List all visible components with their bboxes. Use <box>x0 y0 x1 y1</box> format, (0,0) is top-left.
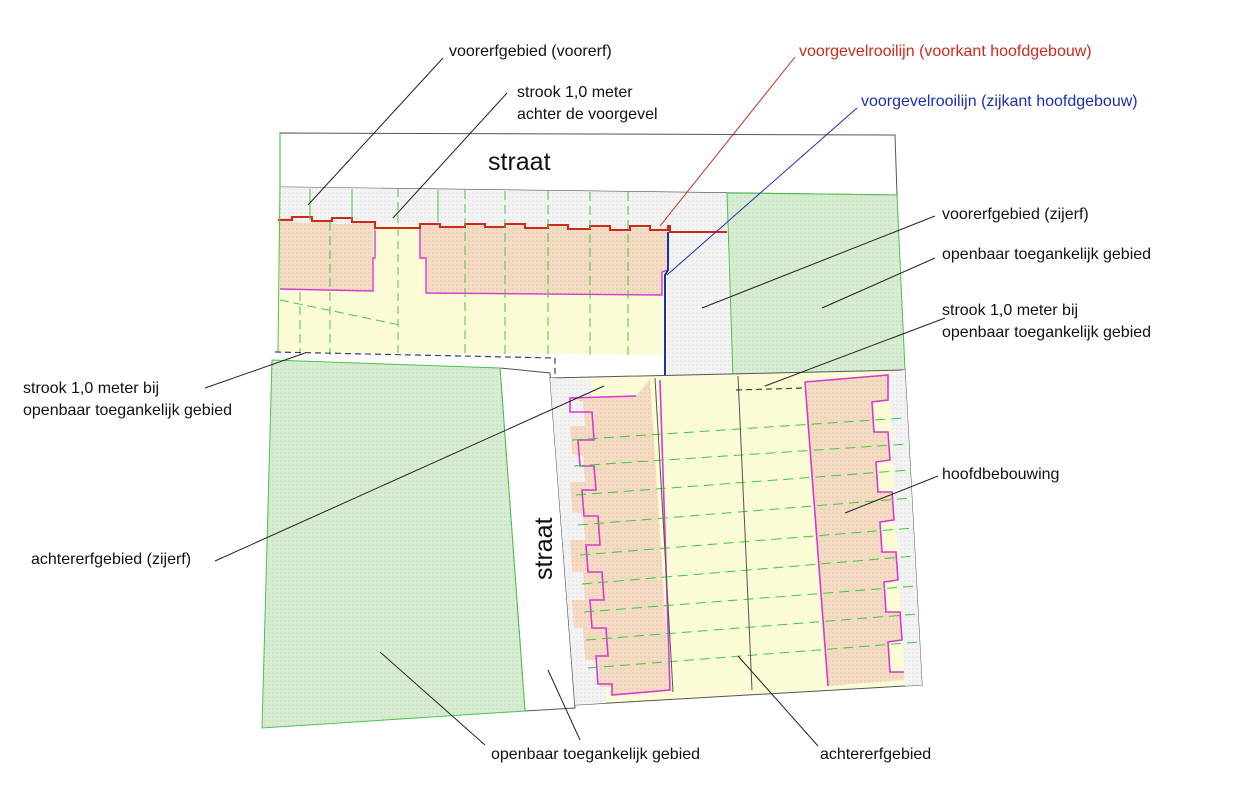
bottom-block-center-lines <box>654 375 753 693</box>
label-achtererfgebied: achtererfgebied <box>820 746 931 763</box>
bottom-right-front-grey <box>888 370 922 686</box>
label-strook-openbaar-rechts-line1: strook 1,0 meter bij <box>942 302 1078 319</box>
public-green-left <box>261 359 526 729</box>
front-yard-strip <box>278 187 727 232</box>
top-buildings-left-back-outline <box>279 230 376 292</box>
top-street-area <box>279 132 898 196</box>
label-strook-openbaar-rechts-line2: openbaar toegankelijk gebied <box>942 324 1151 341</box>
label-voorerfgebied: voorerfgebied (voorerf) <box>449 43 612 60</box>
bottom-right-buildings-back-outline <box>804 381 829 687</box>
public-green-top-right <box>726 192 906 379</box>
label-strook-openbaar-links-line1: strook 1,0 meter bij <box>23 380 159 397</box>
top-buildings-right <box>420 224 668 295</box>
top-buildings-right-back-outline <box>419 228 669 296</box>
bottom-left-buildings-outline <box>569 379 671 696</box>
label-voorgevelrooilijn-voorkant: voorgevelrooilijn (voorkant hoofdgebouw) <box>799 43 1092 60</box>
top-parcel-dividers <box>277 186 629 355</box>
label-openbaar-rechts: openbaar toegankelijk gebied <box>942 246 1151 263</box>
bottom-right-buildings <box>805 375 904 686</box>
voorgevelrooilijn-zijkant-line <box>664 232 669 378</box>
top-buildings-left <box>280 218 375 291</box>
label-voorgevelrooilijn-zijkant: voorgevelrooilijn (zijkant hoofdgebouw) <box>861 93 1138 110</box>
bottom-right-buildings-outline <box>804 374 904 673</box>
label-strook-voorgevel-line1: strook 1,0 meter <box>517 84 633 101</box>
strook-openbaar-right-dashed <box>735 387 806 391</box>
bottom-left-buildings <box>570 379 670 695</box>
bottom-parcel-dividers <box>571 417 921 669</box>
strook-openbaar-left-dashed <box>274 351 556 378</box>
label-hoofdbebouwing: hoofdbebouwing <box>942 466 1059 483</box>
label-achtererfgebied-zijerf: achtererfgebied (zijerf) <box>31 551 191 568</box>
side-yard-grey <box>667 232 733 378</box>
top-street-label: straat <box>488 148 551 176</box>
label-strook-voorgevel-line2: achter de voorgevel <box>517 106 658 123</box>
middle-street-label: straat <box>530 517 558 580</box>
label-openbaar-onder: openbaar toegankelijk gebied <box>491 746 700 763</box>
label-strook-openbaar-links-line2: openbaar toegankelijk gebied <box>23 402 232 419</box>
leader-lines <box>204 56 946 747</box>
label-voorerfgebied-zijerf: voorerfgebied (zijerf) <box>942 206 1089 223</box>
